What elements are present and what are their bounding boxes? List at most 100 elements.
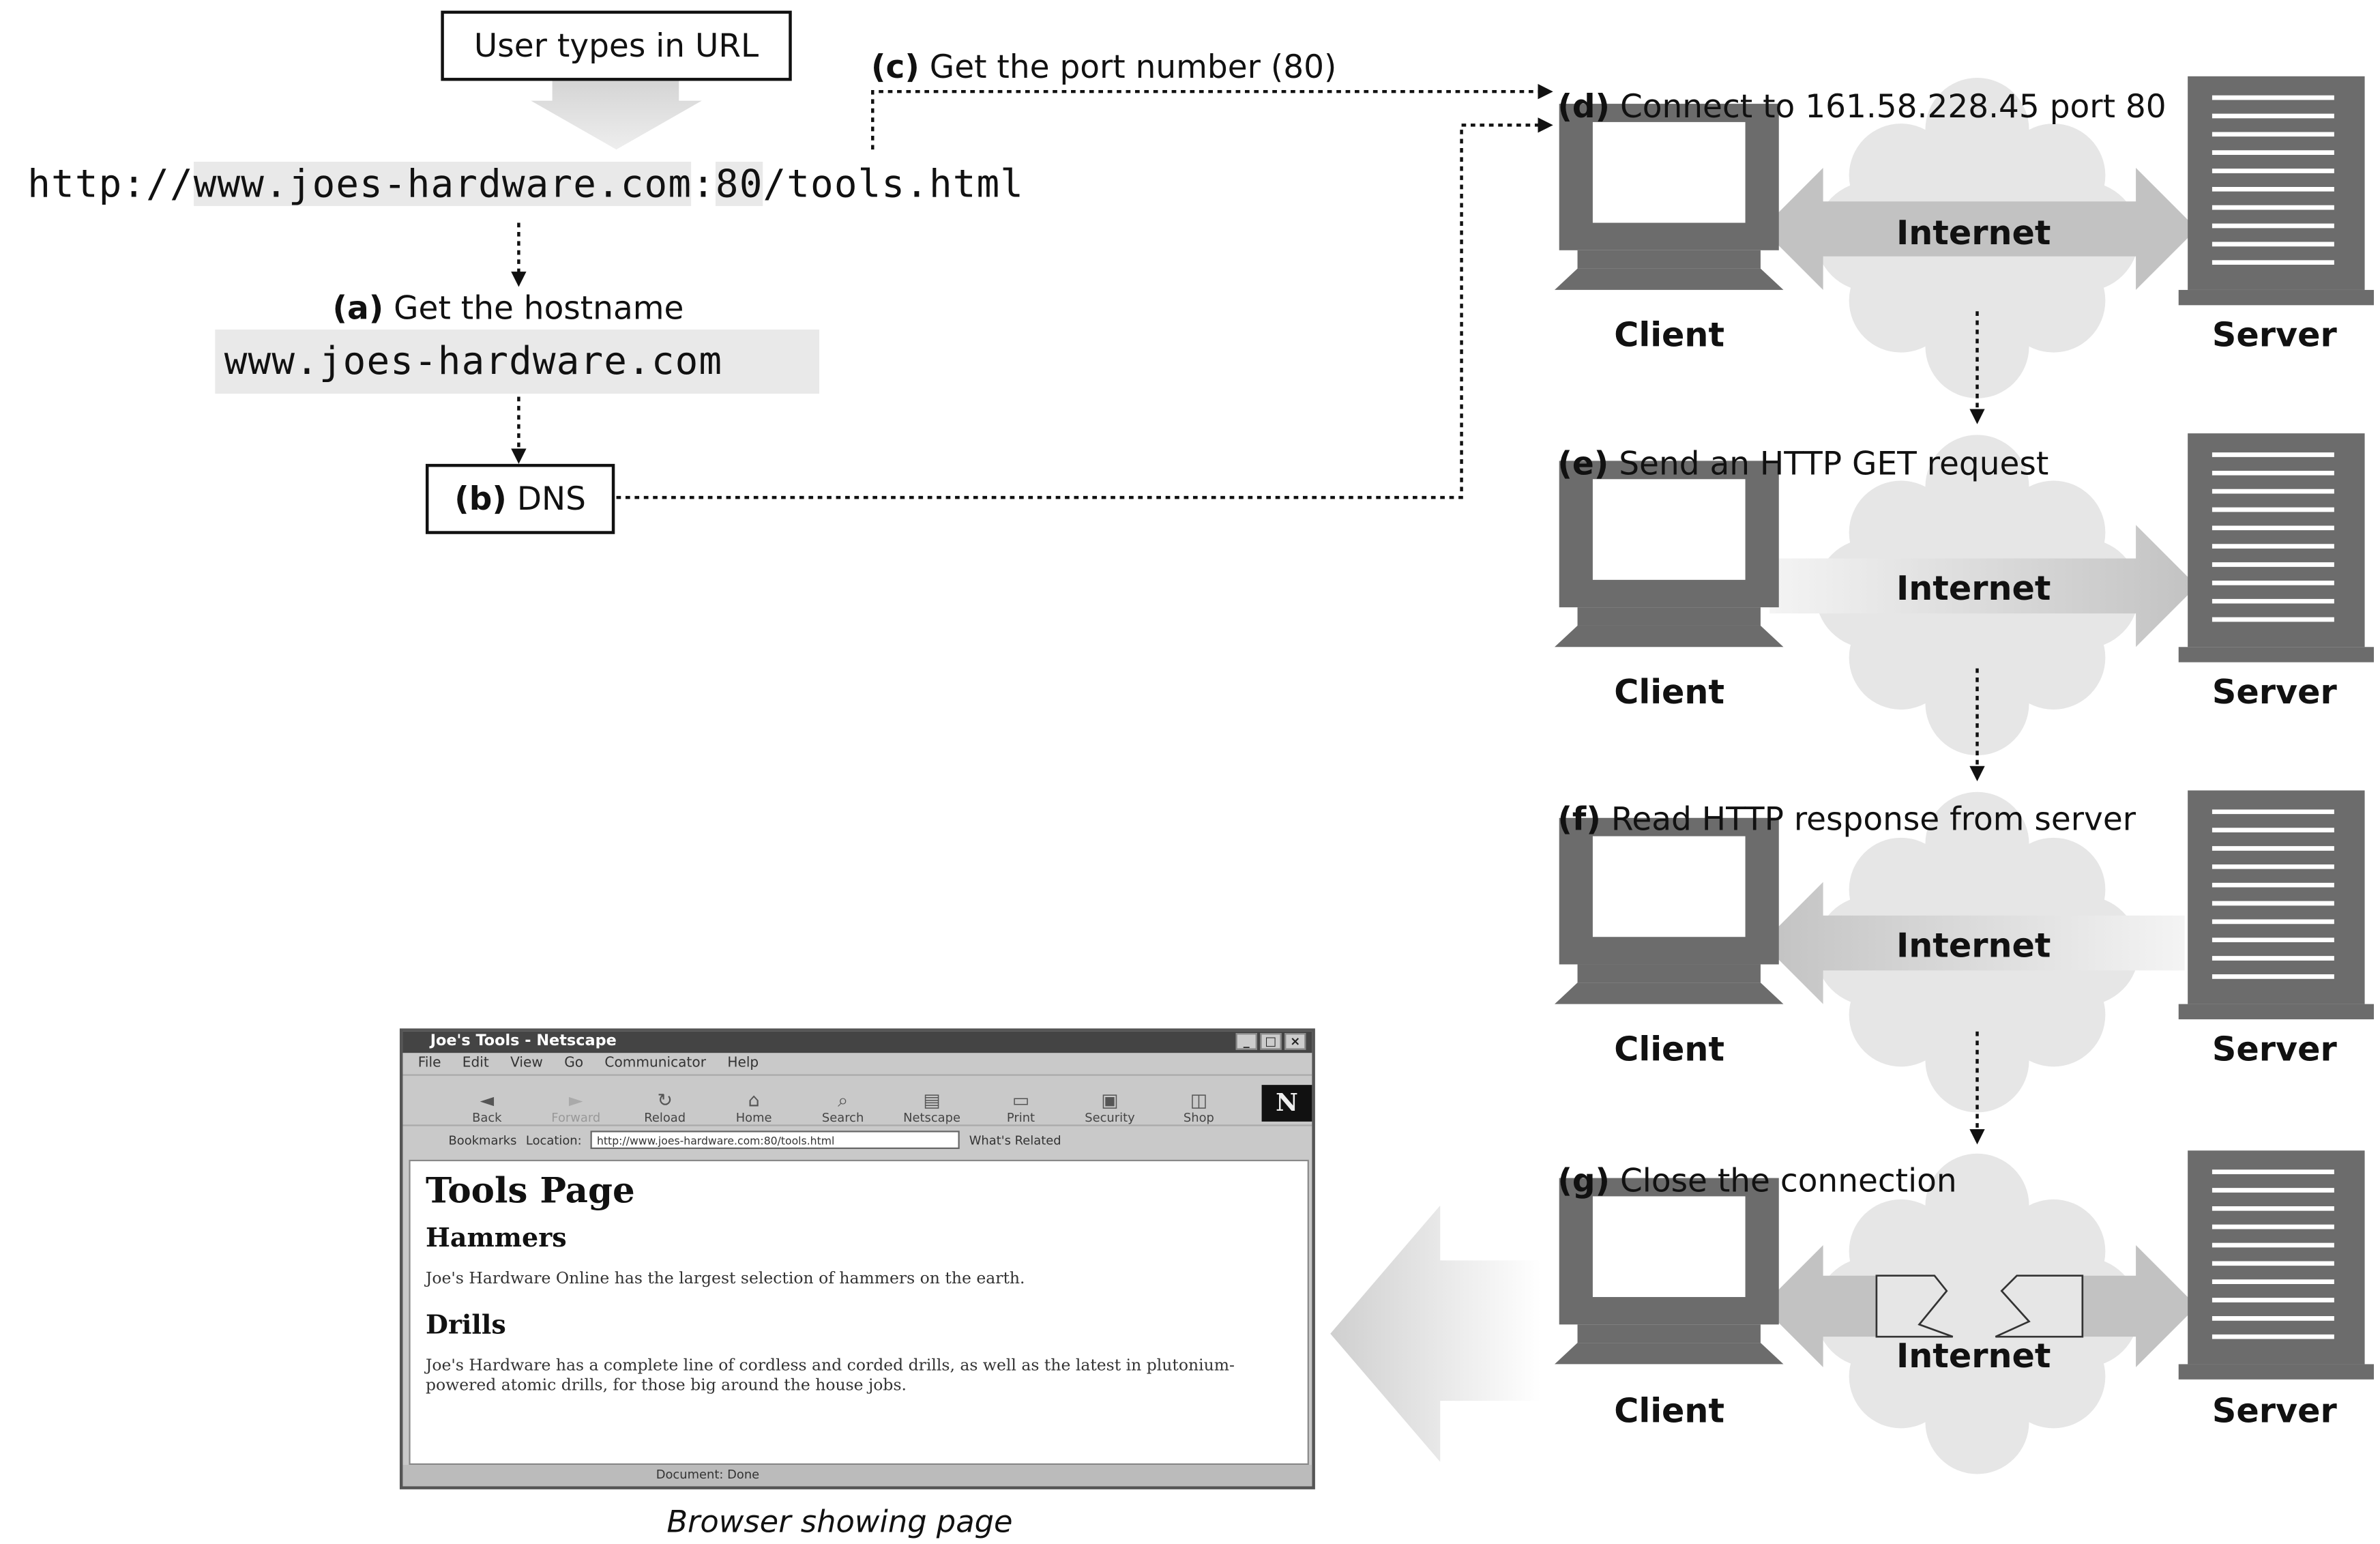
menu-communicator[interactable]: Communicator (604, 1055, 707, 1072)
arrow-dns-to-connect (616, 117, 1553, 499)
client-computer-icon (1554, 104, 1784, 290)
step-d-text: Connect to 161.58.228.45 port 80 (1619, 88, 2166, 126)
hostname-text: www.joes-hardware.com (224, 338, 723, 383)
step-f-tag: (f) (1557, 801, 1601, 838)
url-host: www.joes-hardware.com (193, 162, 692, 206)
client-computer-icon (1554, 1178, 1784, 1365)
step-e-tag: (e) (1557, 446, 1609, 482)
netscape-logo-icon: N (1261, 1085, 1312, 1122)
menu-edit[interactable]: Edit (462, 1055, 489, 1072)
step-a-label: (a) Get the hostname (333, 290, 684, 327)
user-types-url-label: User types in URL (473, 27, 759, 64)
bookmarks-button[interactable]: Bookmarks (448, 1133, 517, 1147)
browser-page-content: Tools Page Hammers Joe's Hardware Online… (409, 1159, 1309, 1466)
panel-read-response (1554, 791, 2374, 1113)
netscape-button[interactable]: ▤Netscape (903, 1089, 961, 1125)
search-button[interactable]: ⌕Search (821, 1089, 864, 1125)
url-display: http://www.joes-hardware.com:80/tools.ht… (27, 149, 1024, 220)
page-heading: Tools Page (425, 1170, 635, 1212)
step-e-text: Send an HTTP GET request (1619, 446, 2049, 482)
client-label: Client (1614, 674, 1724, 713)
dns-box: (b) DNS (425, 463, 615, 534)
reload-button[interactable]: ↻Reload (644, 1089, 686, 1125)
step-a-tag: (a) (332, 289, 384, 327)
search-icon: ⌕ (838, 1089, 849, 1111)
netscape-icon: ▤ (923, 1089, 941, 1111)
close-icon[interactable]: × (1284, 1033, 1306, 1050)
step-f-label: (f) Read HTTP response from server (1557, 801, 2136, 838)
back-icon: ◄ (480, 1089, 495, 1111)
user-types-url-box: User types in URL (441, 10, 792, 81)
panel-connect (1554, 76, 2374, 398)
menu-go[interactable]: Go (564, 1055, 584, 1072)
home-button[interactable]: ⌂Home (735, 1089, 772, 1125)
step-c-text: Get the port number (80) (929, 48, 1337, 86)
browser-titlebar: Joe's Tools - Netscape _ □ × (402, 1031, 1312, 1053)
section-heading-drills: Drills (425, 1311, 506, 1341)
internet-label: Internet (1896, 927, 2051, 966)
step-g-text: Close the connection (1619, 1163, 1957, 1199)
step-g-label: (g) Close the connection (1557, 1163, 1956, 1199)
internet-label: Internet (1896, 1338, 2051, 1377)
browser-window: Joe's Tools - Netscape _ □ × File Edit V… (399, 1028, 1315, 1489)
browser-title: Joe's Tools - Netscape (430, 1033, 617, 1050)
internet-label: Internet (1896, 215, 2051, 254)
browser-statusbar: Document: Done (402, 1465, 1312, 1487)
back-button[interactable]: ◄Back (472, 1089, 502, 1125)
bidirectional-arrow-shape (1762, 168, 2197, 290)
menu-file[interactable]: File (417, 1055, 441, 1072)
server-label: Server (2212, 674, 2337, 713)
browser-caption: Browser showing page (666, 1502, 1013, 1540)
minimize-icon[interactable]: _ (1235, 1033, 1257, 1050)
step-g-tag: (g) (1557, 1163, 1611, 1199)
paragraph-hammers: Joe's Hardware Online has the largest se… (425, 1269, 1025, 1288)
step-e-label: (e) Send an HTTP GET request (1557, 446, 2048, 482)
shop-icon: ◫ (1190, 1089, 1208, 1111)
status-text: Document: Done (656, 1468, 760, 1482)
right-arrow-shape (1769, 525, 2197, 647)
print-button[interactable]: ▭Print (1006, 1089, 1035, 1125)
section-heading-hammers: Hammers (425, 1223, 567, 1255)
server-icon (2179, 1150, 2374, 1379)
browser-menubar: File Edit View Go Communicator Help (402, 1053, 1312, 1074)
step-b-text: DNS (516, 480, 586, 518)
broken-pipe-left-shape (1875, 1274, 1954, 1338)
step-b-tag: (b) (454, 480, 507, 518)
panel-close-connection (1554, 1150, 2374, 1474)
panel-send-request (1554, 433, 2374, 756)
client-computer-icon (1554, 461, 1784, 647)
step-c-label: (c) Get the port number (80) (871, 49, 1336, 86)
client-label: Client (1614, 1031, 1724, 1070)
reload-icon: ↻ (657, 1089, 673, 1111)
browser-location-bar: Bookmarks Location: http://www.joes-hard… (402, 1126, 1312, 1154)
forward-button[interactable]: ►Forward (551, 1089, 601, 1125)
menu-view[interactable]: View (510, 1055, 543, 1072)
location-label: Location: (525, 1133, 582, 1147)
hostname-display: www.joes-hardware.com (215, 330, 820, 394)
home-icon: ⌂ (748, 1089, 760, 1111)
url-scheme: http:// (27, 162, 194, 206)
location-input[interactable]: http://www.joes-hardware.com:80/tools.ht… (591, 1131, 960, 1150)
url-path: /tools.html (763, 162, 1025, 206)
maximize-icon[interactable]: □ (1260, 1033, 1282, 1050)
url-port: 80 (715, 162, 763, 206)
security-button[interactable]: ▣Security (1085, 1089, 1135, 1125)
server-label: Server (2212, 317, 2337, 356)
step-d-tag: (d) (1557, 88, 1611, 126)
shop-button[interactable]: ◫Shop (1183, 1089, 1214, 1125)
lock-icon: ▣ (1101, 1089, 1119, 1111)
menu-help[interactable]: Help (727, 1055, 759, 1072)
whats-related-button[interactable]: What's Related (969, 1133, 1061, 1147)
client-label: Client (1614, 317, 1724, 356)
step-f-text: Read HTTP response from server (1611, 801, 2136, 838)
server-label: Server (2212, 1031, 2337, 1070)
broken-pipe-right-shape (1995, 1274, 2084, 1338)
left-arrow-shape (1762, 882, 2185, 1004)
step-c-tag: (c) (871, 48, 920, 86)
internet-label: Internet (1896, 570, 2051, 609)
browser-toolbar: ◄Back ►Forward ↻Reload ⌂Home ⌕Search ▤Ne… (402, 1074, 1312, 1126)
big-left-arrow-shape (1330, 1205, 1541, 1462)
print-icon: ▭ (1012, 1089, 1030, 1111)
